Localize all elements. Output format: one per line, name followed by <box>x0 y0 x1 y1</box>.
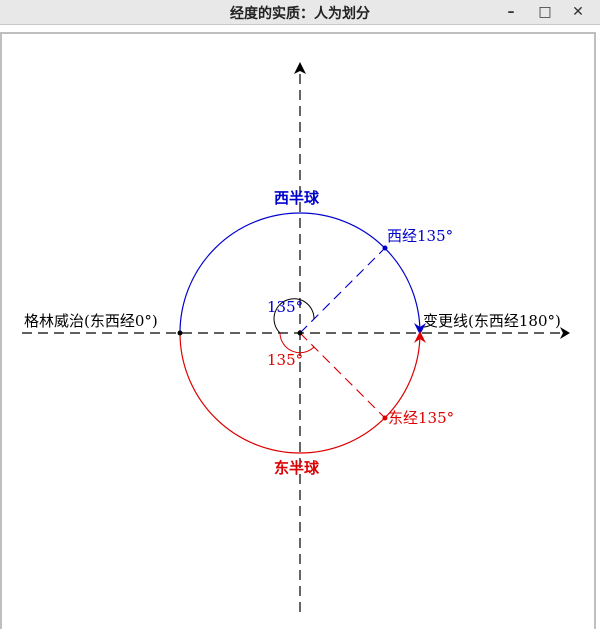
west-hemisphere-arc <box>179 212 421 334</box>
east-direction-arrow <box>414 331 426 343</box>
greenwich-label: 格林威治(东西经0°) <box>24 312 158 330</box>
west-hemisphere-label: 西半球 <box>274 189 320 207</box>
west-135-radius <box>299 247 386 334</box>
vertical-axis-arrow <box>294 62 306 74</box>
angle-arc-bottom <box>279 332 315 354</box>
horizontal-axis-arrow <box>560 327 570 339</box>
angle-arc-top <box>273 298 315 334</box>
window-title: 经度的实质：人为划分 <box>230 6 370 22</box>
minimize-button[interactable]: – <box>507 4 515 20</box>
west-135-label: 西经135° <box>387 227 453 245</box>
center-point <box>297 330 303 336</box>
east-hemisphere-label: 东半球 <box>274 459 320 477</box>
east-135-label: 东经135° <box>388 409 454 427</box>
maximize-button[interactable]: □ <box>538 4 552 20</box>
east-hemisphere-arc <box>179 332 421 454</box>
east-135-point <box>382 415 388 421</box>
close-button[interactable]: ✕ <box>572 4 584 20</box>
angle-bottom-label: 135° <box>267 351 303 369</box>
greenwich-point <box>177 330 183 336</box>
dateline-label: 变更线(东西经180°) <box>423 312 561 330</box>
west-135-point <box>382 245 388 251</box>
longitude-diagram: 西半球 东半球 格林威治(东西经0°) 变更线(东西经180°) 西经135° … <box>22 62 570 612</box>
angle-top-label: 135° <box>267 298 303 316</box>
drawing-canvas: 西半球 东半球 格林威治(东西经0°) 变更线(东西经180°) 西经135° … <box>0 32 596 629</box>
east-135-radius <box>299 332 386 419</box>
west-direction-arrow <box>414 323 426 335</box>
title-bar[interactable]: 经度的实质：人为划分 – □ ✕ <box>0 0 600 25</box>
